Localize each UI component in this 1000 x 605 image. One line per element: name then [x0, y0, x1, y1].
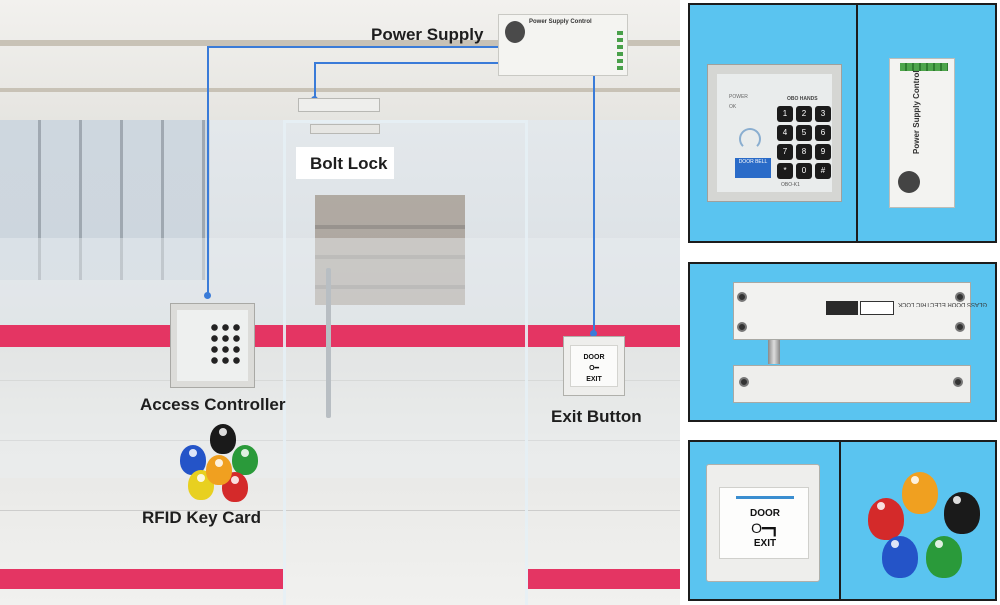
keypad-brand: OBO HANDS	[787, 96, 818, 102]
exit-door-text: DOOR	[583, 354, 605, 361]
panel-divider	[839, 440, 841, 601]
ceiling-beam	[0, 40, 680, 46]
background-windows	[0, 120, 210, 280]
door-handle	[326, 268, 331, 418]
key-star: *	[777, 163, 793, 179]
lock-spec-label	[826, 301, 858, 315]
wire-lock-top	[314, 62, 498, 64]
keypad-keys	[209, 322, 241, 366]
brand-logo-icon	[898, 171, 920, 193]
label-rfid-key-card: RFID Key Card	[142, 508, 262, 527]
ceiling-beam	[0, 88, 680, 92]
keypad-model: OBO-K1	[781, 182, 800, 188]
exit-text: EXIT	[753, 538, 777, 549]
keypad-product: POWER OK OBO HANDS 1 2 3 4 5 6 7 8 9 * 0…	[707, 64, 842, 202]
access-controller-device	[170, 303, 255, 388]
bolt-lock-strike	[733, 365, 971, 403]
psu-title: Power Supply Control	[529, 19, 592, 25]
wire-endpoint	[590, 330, 597, 337]
screw-icon	[737, 322, 747, 332]
key-9: 9	[815, 144, 831, 160]
lock-spec-label	[860, 301, 894, 315]
label-power-supply: Power Supply	[371, 25, 484, 44]
power-supply-product: Power Supply Control	[889, 58, 955, 208]
wire-endpoint	[204, 292, 211, 299]
terminal-block	[617, 31, 623, 71]
wire-controller-top	[207, 46, 498, 48]
power-supply-device: Power Supply Control	[498, 14, 628, 76]
screw-icon	[737, 292, 747, 302]
key-1: 1	[777, 106, 793, 122]
key-5: 5	[796, 125, 812, 141]
key-0: 0	[796, 163, 812, 179]
led-ok: OK	[729, 104, 737, 110]
key-2: 2	[796, 106, 812, 122]
glass-stripe-lower-left	[0, 569, 283, 589]
rfid-wave-icon	[739, 128, 761, 150]
bolt-pin	[768, 340, 780, 364]
screw-icon	[955, 322, 965, 332]
door-bell-button: DOOR BELL	[735, 158, 771, 178]
glass-stripe-lower-right	[528, 569, 680, 589]
label-bolt-lock: Bolt Lock	[310, 154, 388, 173]
key-8: 8	[796, 144, 812, 160]
key-6: 6	[815, 125, 831, 141]
label-exit-button: Exit Button	[551, 407, 642, 426]
bolt-lock-label-box	[296, 147, 394, 179]
key-hash: #	[815, 163, 831, 179]
glass-door	[283, 120, 528, 605]
exit-stripe	[736, 496, 794, 499]
key-3: 3	[815, 106, 831, 122]
bolt-lock-device	[298, 98, 380, 134]
panel-divider	[856, 3, 858, 243]
key-4: 4	[777, 125, 793, 141]
terminal-block	[900, 63, 948, 71]
key-icon: O━	[589, 365, 599, 372]
lock-text: GLASS DOOR ELECTRIC LOCK	[898, 301, 988, 307]
key-icon: O━┓	[751, 520, 779, 536]
exit-text: EXIT	[586, 376, 602, 383]
brand-logo-icon	[505, 21, 525, 43]
screw-icon	[953, 377, 963, 387]
label-access-controller: Access Controller	[140, 395, 286, 414]
keypad-grid: 1 2 3 4 5 6 7 8 9 * 0 #	[777, 106, 831, 179]
wire-controller	[207, 46, 209, 296]
installation-scene: Power Supply Control Power Supply Bolt L…	[0, 0, 680, 605]
led-power: POWER	[729, 94, 748, 100]
exit-button-product: DOOR O━┓ EXIT	[706, 464, 820, 582]
background-shelf	[315, 195, 465, 305]
key-7: 7	[777, 144, 793, 160]
psu-product-title: Power Supply Control	[912, 70, 921, 154]
exit-button-device: DOOR O━ EXIT	[563, 336, 625, 396]
exit-door-text: DOOR	[750, 508, 780, 519]
wire-exit	[593, 76, 595, 334]
wire-lock	[314, 62, 316, 100]
screw-icon	[739, 377, 749, 387]
screw-icon	[955, 292, 965, 302]
bolt-lock-body: GLASS DOOR ELECTRIC LOCK	[733, 282, 987, 340]
